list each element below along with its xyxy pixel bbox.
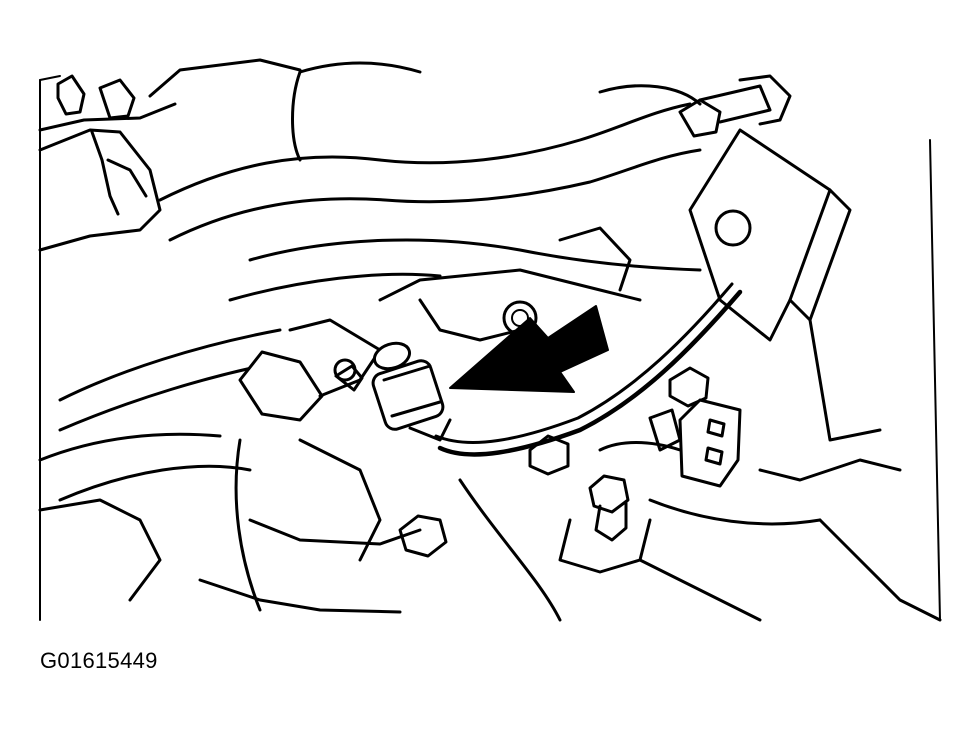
lower-hardware bbox=[334, 364, 710, 574]
upper-right-fitting bbox=[678, 74, 792, 138]
mounting-bracket bbox=[688, 128, 882, 442]
upper-left-bracket bbox=[38, 58, 302, 252]
fuel-line-tube bbox=[434, 282, 743, 457]
view-frame bbox=[39, 75, 941, 621]
lower-housing bbox=[38, 438, 942, 622]
figure-id-label: G01615449 bbox=[40, 648, 158, 673]
electrical-connector bbox=[598, 398, 742, 488]
engine-block-center bbox=[228, 226, 702, 342]
callout-arrow bbox=[449, 305, 609, 393]
upper-coolant-hose bbox=[158, 61, 702, 242]
left-vacuum-hose bbox=[38, 318, 382, 502]
